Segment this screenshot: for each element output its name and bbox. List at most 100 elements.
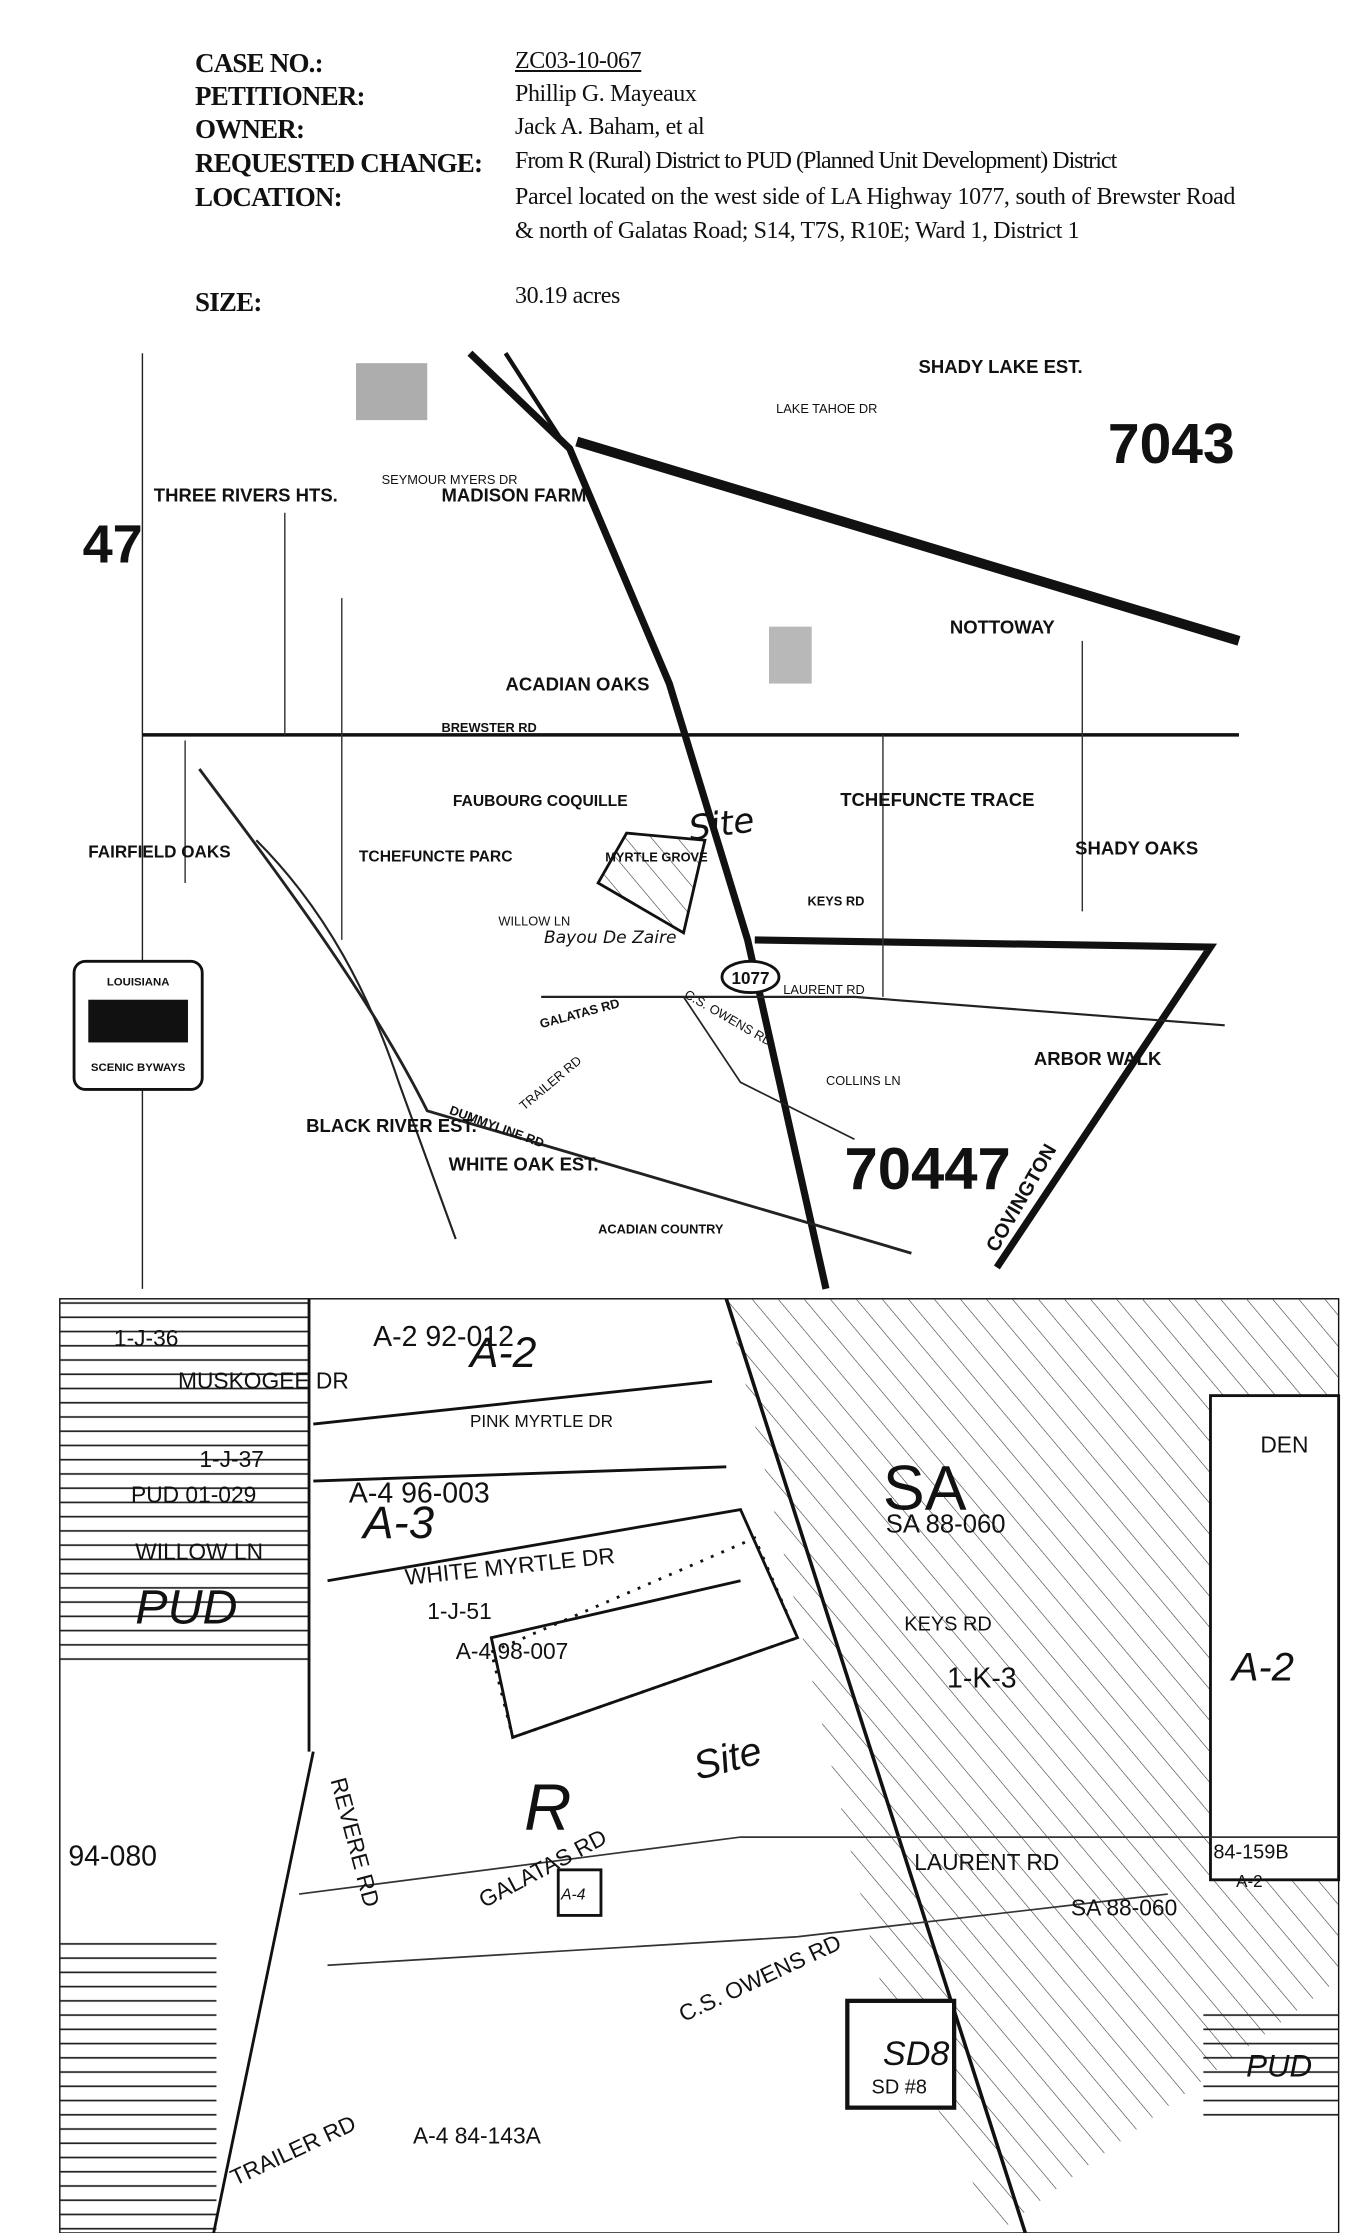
map-label: SD8 xyxy=(883,2035,949,2073)
map-label: R xyxy=(524,1771,571,1844)
map-label: 1077 xyxy=(731,969,769,988)
map-feature xyxy=(1203,2007,1339,2122)
map-label: NOTTOWAY xyxy=(950,617,1056,638)
map-label: SCENIC BYWAYS xyxy=(91,1062,186,1074)
map-feature xyxy=(198,768,912,1255)
case-no-value: ZC03-10-067 xyxy=(515,48,642,74)
map-label: SEYMOUR MYERS DR xyxy=(382,472,518,487)
zip-label: 70447 xyxy=(844,1135,1010,1202)
map-label: FAUBOURG COQUILLE xyxy=(453,793,628,810)
petitioner-label: PETITIONER: xyxy=(195,81,366,111)
map-label: WILLOW LN xyxy=(498,914,570,929)
size-label: SIZE: xyxy=(195,287,262,317)
map-label: A-2 xyxy=(1230,1645,1294,1689)
map-label: FAIRFIELD OAKS xyxy=(88,842,230,861)
map-feature xyxy=(503,352,565,443)
map-label: 1-K-3 xyxy=(947,1663,1017,1695)
map-feature xyxy=(298,1836,1339,1895)
map-label: LAKE TAHOE DR xyxy=(776,401,877,416)
map-label: 7043 xyxy=(1108,412,1235,476)
map-feature xyxy=(556,1868,603,1917)
map-label: Site xyxy=(689,1729,767,1789)
map-feature xyxy=(356,363,428,421)
map-label: PUD xyxy=(1246,2048,1312,2083)
map-label: 1-J-51 xyxy=(427,1598,492,1624)
map-feature xyxy=(1209,1394,1341,1882)
highway-shield xyxy=(720,959,781,995)
map-label: BLACK RIVER EST. xyxy=(306,1115,477,1136)
map-label: TCHEFUNCTE TRACE xyxy=(840,789,1034,810)
size-value: 30.19 acres xyxy=(515,283,620,309)
pud-zone-left xyxy=(59,1298,310,1670)
map-label: PUD 01-029 xyxy=(131,1481,256,1507)
requested-change-label: REQUESTED CHANGE: xyxy=(195,148,483,178)
map-label: THREE RIVERS HTS. xyxy=(154,484,338,505)
location-label: LOCATION: xyxy=(195,182,343,212)
map-label: GALATAS RD xyxy=(538,995,621,1031)
map-feature xyxy=(769,626,812,684)
map-label: WILLOW LN xyxy=(135,1538,263,1564)
map-label: KEYS RD xyxy=(904,1614,991,1636)
map-label: A-2 xyxy=(1236,1872,1263,1891)
map-label: C.S. OWENS RD xyxy=(675,1929,845,2027)
map-label: 1-J-36 xyxy=(114,1325,179,1351)
map-label: LAURENT RD xyxy=(783,982,865,997)
map-label: TRAILER RD xyxy=(516,1053,584,1113)
map-label: LAURENT RD xyxy=(914,1849,1059,1875)
map-feature xyxy=(88,999,188,1043)
map-label: ACADIAN OAKS xyxy=(506,674,650,695)
map-feature xyxy=(59,1936,217,2233)
highway-1077 xyxy=(467,350,830,1290)
zoning-map: A-2 92-012 MUSKOGEE DR PINK MYRTLE DR PU… xyxy=(59,1298,1341,2233)
owner-value: Jack A. Baham, et al xyxy=(515,114,705,140)
map-label: SA 88-060 xyxy=(1071,1894,1177,1920)
map-feature xyxy=(212,1298,315,2233)
map-feature xyxy=(754,936,1218,1270)
map-label: WHITE OAK EST. xyxy=(449,1154,599,1175)
sa-zone xyxy=(726,1298,1339,2233)
map-label: A-4 96-003 xyxy=(349,1477,490,1509)
vicinity-map: LOUISIANA SCENIC BYWAYS 1077 70447 7043 … xyxy=(72,350,1241,1290)
map-label: SA xyxy=(883,1454,967,1524)
map-label: KEYS RD xyxy=(807,894,864,909)
requested-change-value: From R (Rural) District to PUD (Planned … xyxy=(515,148,1117,174)
map-label: 1-J-37 xyxy=(199,1446,264,1472)
highway-1077-zoning xyxy=(724,1298,1028,2233)
map-label: ARBOR WALK xyxy=(1034,1048,1162,1069)
owner-label: OWNER: xyxy=(195,114,305,144)
map-label: 84-159B xyxy=(1213,1841,1288,1863)
map-label: A-4 xyxy=(560,1887,586,1904)
map-label: A-3 xyxy=(360,1497,434,1548)
map-label: SA 88-060 xyxy=(886,1510,1006,1538)
map-label: MUSKOGEE DR xyxy=(178,1367,349,1393)
map-label: PUD xyxy=(135,1580,237,1634)
map-label: 47 xyxy=(83,515,143,575)
map-feature xyxy=(845,1998,957,2110)
map-label: DEN xyxy=(1260,1432,1308,1458)
case-no-label: CASE NO.: xyxy=(195,48,324,78)
map-label: A-4 98-007 xyxy=(456,1638,569,1664)
map-feature xyxy=(327,1893,1168,1967)
map-label: SD #8 xyxy=(872,2076,927,2098)
interstate xyxy=(575,436,1241,646)
location-value: Parcel located on the west side of LA Hi… xyxy=(515,184,1235,244)
map-label: TRAILER RD xyxy=(226,2110,360,2191)
map-feature xyxy=(682,996,855,1141)
map-label: PINK MYRTLE DR xyxy=(470,1412,613,1431)
map-label: TCHEFUNCTE PARC xyxy=(359,849,513,866)
map-label: LOUISIANA xyxy=(107,976,170,988)
map-label: A-2 xyxy=(467,1329,537,1377)
map-label: A-2 92-012 xyxy=(373,1321,514,1353)
map-label: BREWSTER RD xyxy=(441,720,536,735)
map-label: ACADIAN COUNTRY xyxy=(598,1221,724,1236)
map-feature xyxy=(313,1379,800,1740)
map-label: COLLINS LN xyxy=(826,1073,901,1088)
map-label: SHADY LAKE EST. xyxy=(919,356,1083,377)
site-parcel xyxy=(596,831,707,935)
map-feature xyxy=(541,995,1225,1027)
map-feature xyxy=(184,512,1084,997)
map-label: MADISON FARM xyxy=(441,484,586,505)
map-label: 94-080 xyxy=(68,1841,157,1873)
map-label: SHADY OAKS xyxy=(1075,837,1198,858)
